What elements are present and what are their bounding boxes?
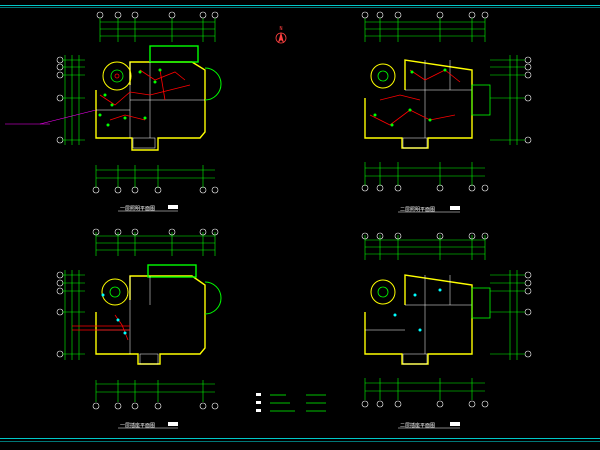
bottom-dimension-lines <box>364 162 485 186</box>
top-axis-bubbles <box>361 232 489 240</box>
bottom-axis-bubbles <box>361 184 489 192</box>
panel-title: 一层照明平面图 <box>120 206 155 212</box>
top-border-line-inner <box>0 7 600 8</box>
walls <box>95 264 206 365</box>
bottom-axis-bubbles <box>92 402 219 410</box>
fixtures <box>373 68 447 127</box>
spiral-stair <box>370 279 396 305</box>
room-lines <box>96 62 205 149</box>
panel-scale-box <box>168 422 178 426</box>
electrical-wiring <box>72 314 130 341</box>
bottom-dimension-lines <box>95 165 215 188</box>
legend <box>256 393 326 412</box>
side-axis-bubbles <box>524 271 532 358</box>
panel-scale-box <box>450 422 460 426</box>
spiral-stair <box>101 278 129 306</box>
panel-title: 二层照明平面图 <box>400 207 435 213</box>
walls <box>364 274 473 365</box>
bottom-dimension-lines <box>364 378 485 400</box>
walls <box>364 59 473 149</box>
bottom-border-line-inner <box>0 441 600 442</box>
panel-title: 一层插座平面图 <box>120 422 155 429</box>
top-dimension-lines <box>95 232 216 256</box>
electrical-wiring <box>99 69 191 121</box>
side-dimension-lines <box>490 270 525 360</box>
bottom-dimension-lines <box>95 380 215 402</box>
walls <box>95 45 206 151</box>
top-axis-bubbles <box>92 228 219 236</box>
room-lines <box>402 60 472 149</box>
panel-scale-box <box>168 205 178 209</box>
bay-window <box>204 67 222 101</box>
top-axis-bubbles <box>96 11 219 19</box>
fixtures <box>98 68 162 127</box>
top-dimension-lines <box>99 18 216 42</box>
top-axis-bubbles <box>361 11 489 19</box>
fixtures <box>393 288 442 332</box>
fixtures <box>101 293 127 335</box>
side-dimension-lines <box>62 270 85 360</box>
side-dimension-lines <box>62 55 85 145</box>
bottom-axis-bubbles <box>92 186 219 194</box>
side-dimension-lines <box>490 55 525 145</box>
bottom-axis-bubbles <box>361 400 489 408</box>
bottom-border-line <box>0 438 600 439</box>
balcony <box>471 287 491 319</box>
spiral-stair <box>102 61 132 91</box>
room-lines <box>365 275 472 365</box>
spiral-stair <box>370 63 396 89</box>
balcony <box>471 84 491 116</box>
top-border-line <box>0 5 600 6</box>
panel-scale-box <box>450 206 460 210</box>
annotation-leader <box>39 109 97 125</box>
panel-title: 二层插座平面图 <box>400 422 435 429</box>
top-dimension-lines <box>364 18 486 42</box>
bay-window <box>204 281 222 315</box>
top-dimension-lines <box>364 235 486 260</box>
